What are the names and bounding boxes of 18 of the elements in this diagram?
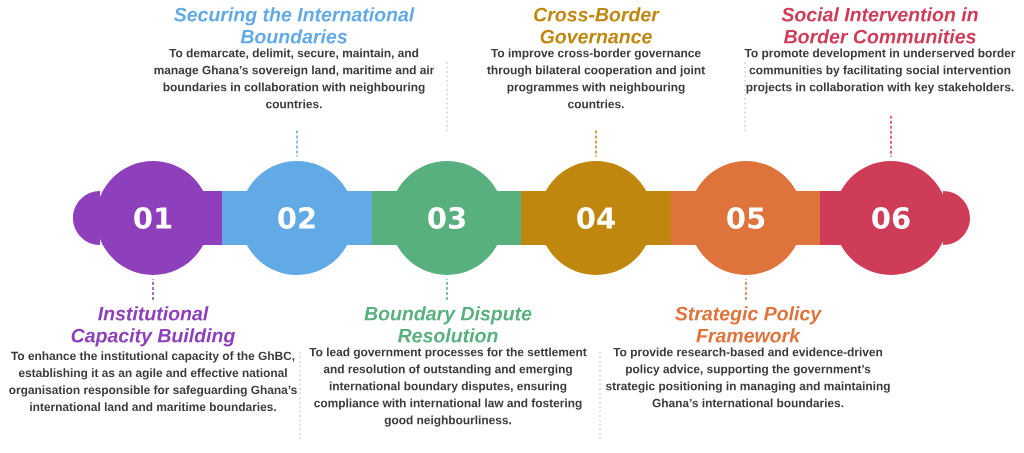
description: To demarcate, delimit, secure, maintain, and manage Ghana’s sovereign land, maritime and air boundaries in collaboration with neighbouring countries. — [154, 48, 435, 109]
heading: Social Intervention in Border Communities — [781, 7, 978, 44]
description: To lead government processes for the settlement and resolution of outstanding and emerging international boundary disputes, ensuring compliance with international law and fostering good neighbourliness. — [309, 347, 587, 427]
leader-line — [745, 278, 747, 301]
description: To improve cross-border governance through bilateral cooperation and joint programmes with neighbouring countries. — [487, 48, 705, 109]
heading: Strategic Policy Framework — [675, 306, 822, 343]
heading: Cross-Border Governance — [534, 7, 660, 44]
description: To provide research-based and evidence-driven policy advice, supporting the government’s strategic positioning in managing and maintaining Ghana’s international boundaries. — [605, 347, 890, 408]
leader-line — [595, 129, 597, 158]
leader-line — [890, 115, 892, 158]
leader-line — [296, 129, 298, 158]
leader-line — [152, 278, 154, 301]
heading: Institutional Capacity Building — [71, 306, 235, 347]
heading: Securing the International Boundaries — [174, 7, 415, 44]
description: To promote development in underserved border communities by facilitating social intervention projects in collaboration with key stakeholders. — [744, 48, 1016, 94]
heading: Boundary Dispute Resolution — [364, 306, 532, 343]
leader-line — [446, 278, 448, 301]
description: To enhance the institutional capacity of the GhBC, establishing it as an agile and effective national organisation responsible for safeguarding Ghana’s international land and maritime boundaries. — [9, 351, 297, 412]
